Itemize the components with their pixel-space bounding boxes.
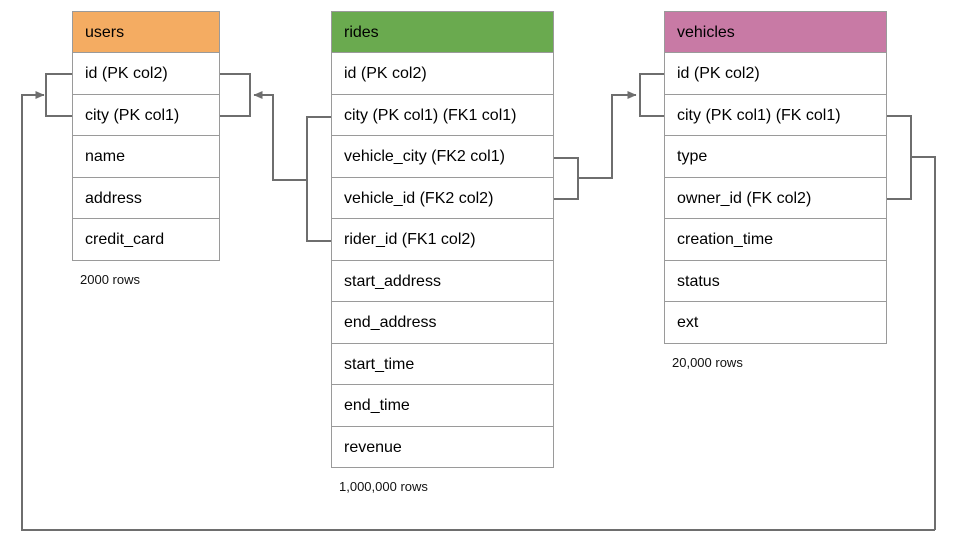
connector-vehicles-right-bracket xyxy=(887,115,936,530)
entity-field[interactable]: id (PK col2) xyxy=(664,53,887,95)
entity-field[interactable]: status xyxy=(664,260,887,302)
entity-header-users[interactable]: users xyxy=(72,11,220,53)
entity-field[interactable]: id (PK col2) xyxy=(72,53,220,95)
entity-header-rides[interactable]: rides xyxy=(331,11,554,53)
entity-field[interactable]: rider_id (FK1 col2) xyxy=(331,219,554,261)
connector-rides-rider-to-users xyxy=(220,73,331,242)
entity-field[interactable]: vehicle_city (FK2 col1) xyxy=(331,136,554,178)
entity-field[interactable]: revenue xyxy=(331,426,554,468)
entity-field[interactable]: creation_time xyxy=(664,219,887,261)
entity-row-count-users: 2000 rows xyxy=(80,271,140,287)
entity-field[interactable]: id (PK col2) xyxy=(331,53,554,95)
entity-field[interactable]: city (PK col1) xyxy=(72,94,220,136)
entity-field[interactable]: name xyxy=(72,136,220,178)
entity-field[interactable]: credit_card xyxy=(72,219,220,261)
connector-rides-vehicle-to-vehicles xyxy=(554,73,664,200)
entity-field[interactable]: ext xyxy=(664,302,887,344)
entity-field[interactable]: city (PK col1) (FK col1) xyxy=(664,94,887,136)
entity-field[interactable]: owner_id (FK col2) xyxy=(664,177,887,219)
entity-field[interactable]: end_time xyxy=(331,385,554,427)
entity-field[interactable]: address xyxy=(72,177,220,219)
entity-field[interactable]: type xyxy=(664,136,887,178)
entity-row-count-rides: 1,000,000 rows xyxy=(339,479,428,494)
entity-row-count-vehicles: 20,000 rows xyxy=(672,354,743,370)
entity-field[interactable]: start_address xyxy=(331,260,554,302)
entity-field[interactable]: end_address xyxy=(331,302,554,344)
entity-field[interactable]: start_time xyxy=(331,343,554,385)
entity-header-vehicles[interactable]: vehicles xyxy=(664,11,887,53)
entity-field[interactable]: vehicle_id (FK2 col2) xyxy=(331,177,554,219)
entity-field[interactable]: city (PK col1) (FK1 col1) xyxy=(331,94,554,136)
